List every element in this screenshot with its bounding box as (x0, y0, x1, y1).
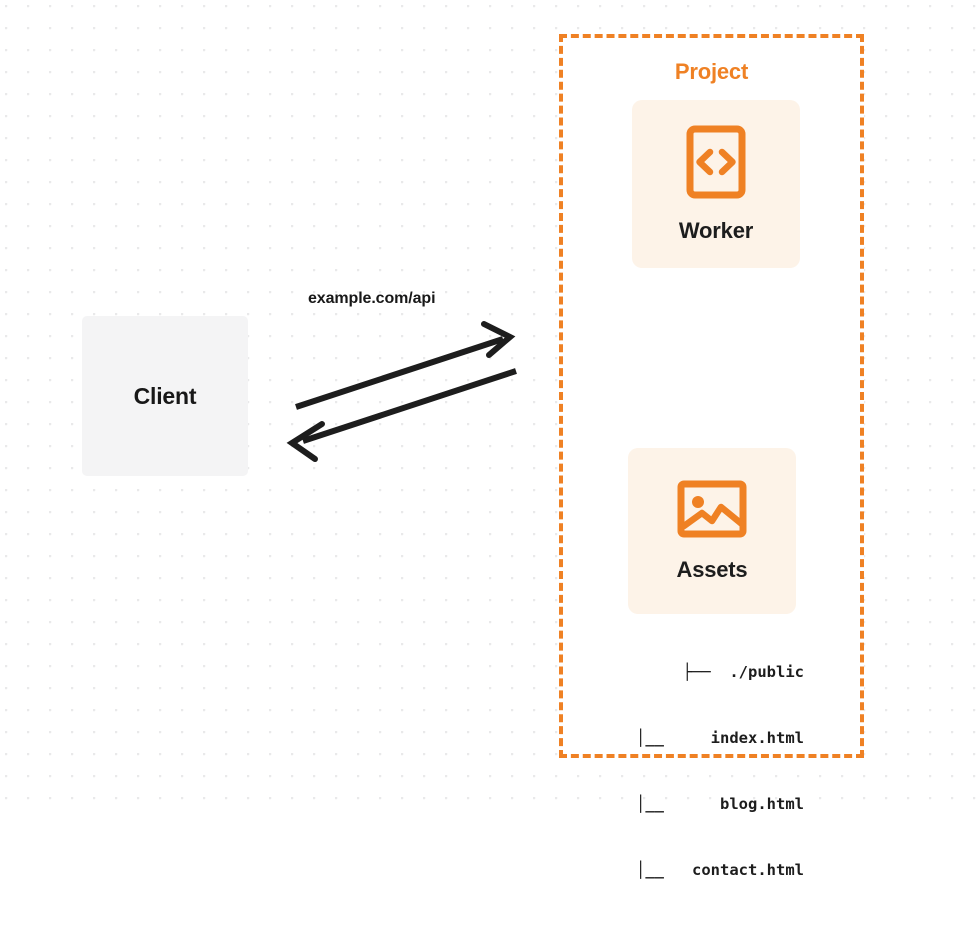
assets-file-tree: ├── ./public │__ index.html │__ blog.htm… (604, 617, 804, 925)
assets-card-label: Assets (676, 556, 748, 582)
assets-card[interactable]: Assets (628, 448, 796, 614)
diagram-canvas: Client example.com/api Project Worker (0, 0, 980, 879)
request-arrow (295, 321, 516, 410)
worker-card-label: Worker (678, 217, 754, 243)
code-brackets-icon (686, 125, 746, 204)
file-tree-line: ├── ./public (682, 663, 804, 681)
client-node[interactable]: Client (82, 316, 248, 476)
project-title: Project (667, 59, 756, 85)
connection-label: example.com/api (308, 290, 436, 307)
client-label: Client (133, 382, 197, 409)
file-tree-line: │__ contact.html (636, 861, 804, 879)
response-arrow (286, 368, 517, 462)
image-icon (677, 480, 747, 543)
file-tree-line: │__ blog.html (636, 795, 804, 813)
worker-card[interactable]: Worker (632, 100, 800, 268)
file-tree-line: │__ index.html (636, 729, 804, 747)
